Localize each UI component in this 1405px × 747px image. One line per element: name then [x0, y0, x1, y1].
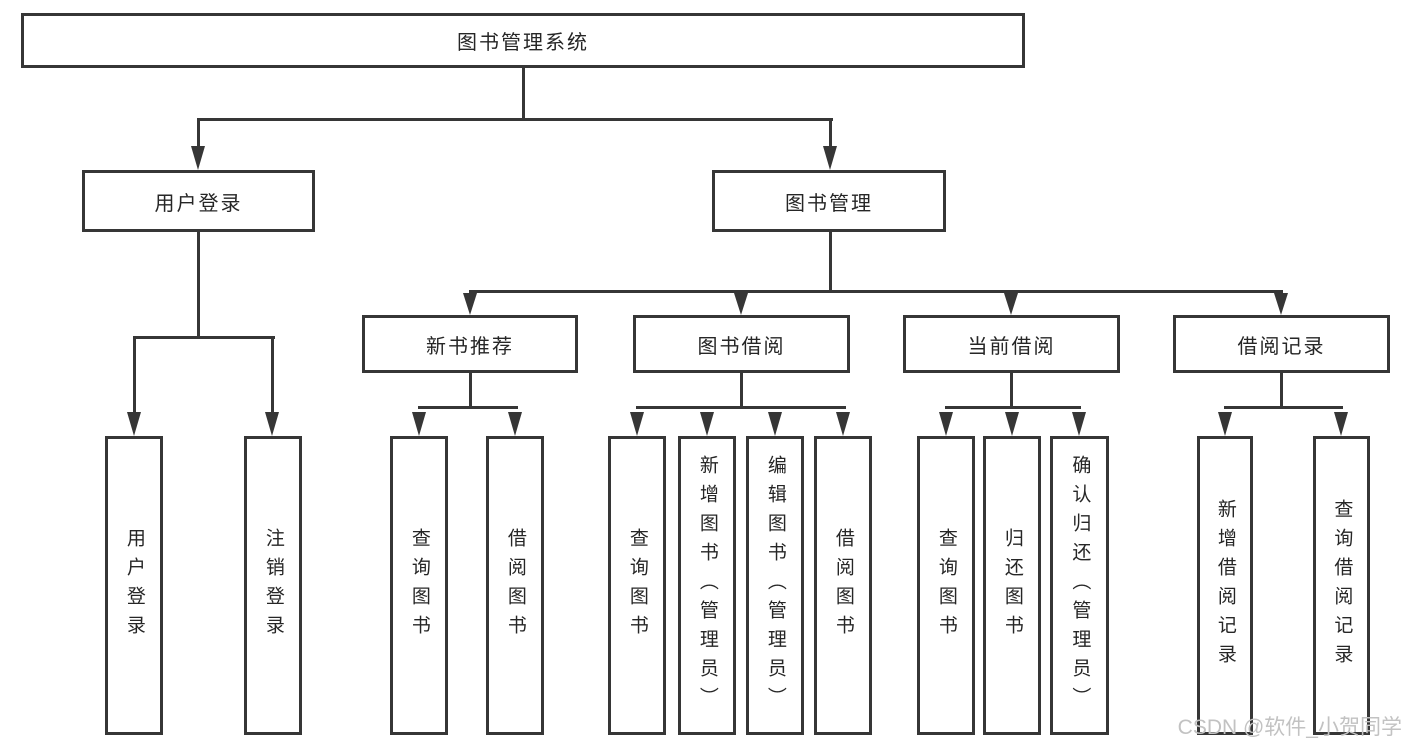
- connector-line: [740, 373, 743, 409]
- arrow-down-icon: [836, 412, 850, 436]
- arrow-down-icon: [412, 412, 426, 436]
- leaf-label: 借阅图书: [504, 527, 526, 644]
- leaf-label: 归还图书: [1001, 527, 1023, 644]
- arrow-down-icon: [630, 412, 644, 436]
- arrow-down-icon: [1072, 412, 1086, 436]
- leaf-bb-edit-books-admin: 编辑图书（管理员）: [746, 436, 804, 735]
- leaf-label: 新增图书（管理员）: [696, 455, 718, 716]
- leaf-label: 确认归还（管理员）: [1069, 455, 1091, 716]
- leaf-label: 新增借阅记录: [1214, 498, 1236, 673]
- connector-line: [197, 232, 200, 339]
- leaf-label: 查询借阅记录: [1331, 498, 1353, 673]
- node-book-management: 图书管理: [712, 170, 946, 232]
- arrow-down-icon: [1334, 412, 1348, 436]
- leaf-cb-confirm-return-admin: 确认归还（管理员）: [1050, 436, 1109, 735]
- leaf-bb-borrow-books: 借阅图书: [814, 436, 872, 735]
- arrow-down-icon: [823, 146, 837, 170]
- leaf-bb-query-books: 查询图书: [608, 436, 666, 735]
- connector-line: [469, 373, 472, 409]
- connector-line: [133, 336, 275, 339]
- arrow-down-icon: [734, 293, 748, 315]
- leaf-label: 查询图书: [408, 527, 430, 644]
- leaf-label: 查询图书: [935, 527, 957, 644]
- leaf-logout: 注销登录: [244, 436, 302, 735]
- leaf-nb-query-books: 查询图书: [390, 436, 448, 735]
- connector-line: [469, 290, 1283, 293]
- arrow-down-icon: [1218, 412, 1232, 436]
- leaf-label: 注销登录: [262, 527, 284, 644]
- arrow-down-icon: [127, 412, 141, 436]
- leaf-label: 用户登录: [123, 527, 145, 644]
- connector-line: [945, 406, 1081, 409]
- leaf-cb-return-books: 归还图书: [983, 436, 1041, 735]
- leaf-nb-borrow-books: 借阅图书: [486, 436, 544, 735]
- node-book-borrow: 图书借阅: [633, 315, 850, 373]
- leaf-label: 借阅图书: [832, 527, 854, 644]
- leaf-label: 查询图书: [626, 527, 648, 644]
- connector-line: [636, 406, 846, 409]
- node-user-login: 用户登录: [82, 170, 315, 232]
- arrow-down-icon: [939, 412, 953, 436]
- arrow-down-icon: [191, 146, 205, 170]
- leaf-user-login: 用户登录: [105, 436, 163, 735]
- csdn-watermark: CSDN @软件_小贺同学: [1177, 716, 1402, 739]
- connector-line: [1010, 373, 1013, 409]
- node-current-borrow: 当前借阅: [903, 315, 1120, 373]
- leaf-br-add-record: 新增借阅记录: [1197, 436, 1253, 735]
- connector-line: [133, 339, 136, 412]
- node-borrow-records: 借阅记录: [1173, 315, 1390, 373]
- connector-line: [1280, 373, 1283, 409]
- arrow-down-icon: [1274, 293, 1288, 315]
- arrow-down-icon: [1004, 293, 1018, 315]
- leaf-cb-query-books: 查询图书: [917, 436, 975, 735]
- leaf-label: 编辑图书（管理员）: [764, 455, 786, 716]
- node-new-book-recommend: 新书推荐: [362, 315, 578, 373]
- leaf-br-query-record: 查询借阅记录: [1313, 436, 1370, 735]
- arrow-down-icon: [768, 412, 782, 436]
- node-library-system: 图书管理系统: [21, 13, 1025, 68]
- arrow-down-icon: [463, 293, 477, 315]
- connector-line: [829, 232, 832, 293]
- arrow-down-icon: [700, 412, 714, 436]
- connector-line: [829, 121, 832, 149]
- connector-line: [197, 118, 833, 121]
- arrow-down-icon: [508, 412, 522, 436]
- leaf-bb-add-books-admin: 新增图书（管理员）: [678, 436, 736, 735]
- connector-line: [418, 406, 518, 409]
- arrow-down-icon: [265, 412, 279, 436]
- connector-line: [522, 68, 525, 120]
- connector-line: [1224, 406, 1343, 409]
- connector-line: [197, 121, 200, 149]
- connector-line: [271, 339, 274, 412]
- arrow-down-icon: [1005, 412, 1019, 436]
